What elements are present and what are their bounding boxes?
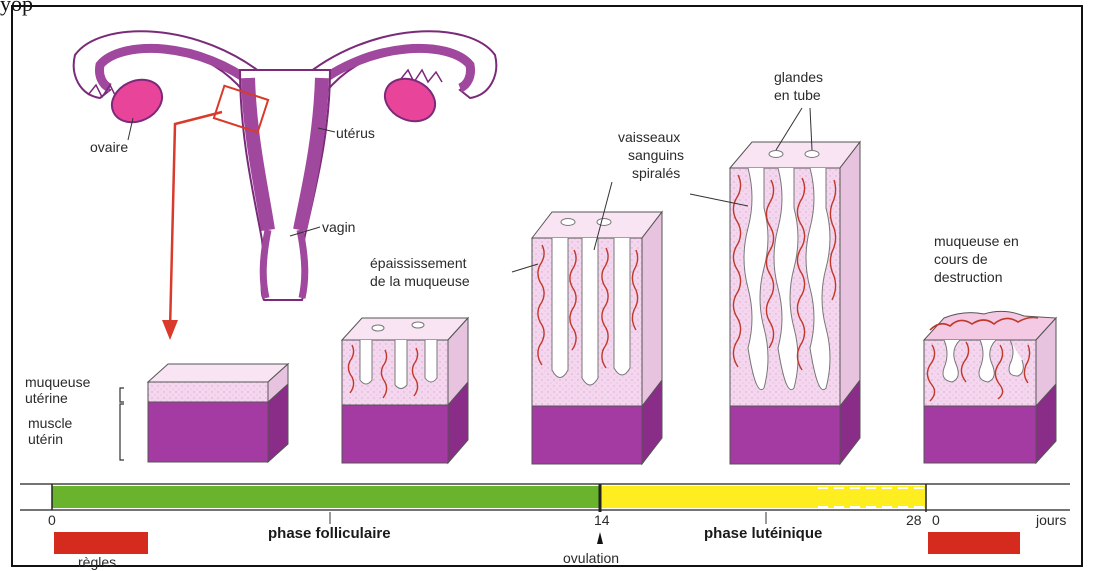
layer-brackets (120, 388, 124, 460)
mucosa-label-line2: utérine (25, 390, 68, 406)
follicular-phase-bar (52, 486, 600, 508)
endometrium-block-4 (730, 142, 860, 464)
muscle-label-line1: muscle (28, 415, 73, 431)
uterus-illustration (74, 31, 497, 340)
vagina-label: vagin (322, 219, 355, 235)
ovulation-marker (597, 532, 603, 544)
endometrium-block-1 (148, 364, 288, 462)
menses-label: règles (78, 554, 116, 570)
sample-arrow-head (162, 320, 178, 340)
vessels-label-line3: spiralés (632, 165, 680, 181)
tick-day-0: 0 (48, 512, 56, 528)
tick-day-0-restart: 0 (932, 512, 940, 528)
vessels-label-line1: vaisseaux (618, 129, 680, 145)
muscle-label-line2: utérin (28, 431, 63, 447)
destruction-label-line3: destruction (934, 269, 1002, 285)
days-unit-label: jours (1035, 512, 1066, 528)
luteal-phase-bar (600, 486, 926, 508)
right-ovary (378, 71, 442, 129)
luteal-phase-label: phase lutéinique (704, 525, 822, 542)
glands-label-line1: glandes (774, 69, 823, 85)
vessels-label-line2: sanguins (628, 147, 684, 163)
tick-day-28: 28 (906, 512, 922, 528)
thickening-label-line1: épaississement (370, 255, 467, 271)
glands-label-line2: en tube (774, 87, 821, 103)
ovulation-label: ovulation (563, 550, 619, 566)
menses-bar-start (54, 532, 148, 554)
tick-day-14: 14 (594, 512, 610, 528)
uterus-label: utérus (336, 125, 375, 141)
mucosa-label-line1: muqueuse (25, 374, 91, 390)
destruction-label-line2: cours de (934, 251, 988, 267)
ovary-label: ovaire (90, 139, 128, 155)
destruction-label-line1: muqueuse en (934, 233, 1019, 249)
endometrium-block-5 (924, 311, 1056, 463)
thickening-label-line2: de la muqueuse (370, 273, 470, 289)
menses-bar-end (928, 532, 1020, 554)
sample-arrow-line (170, 112, 222, 330)
endometrium-block-2 (342, 318, 468, 463)
left-ovary (105, 72, 169, 130)
follicular-phase-label: phase folliculaire (268, 525, 391, 542)
endometrium-block-3 (532, 212, 662, 464)
